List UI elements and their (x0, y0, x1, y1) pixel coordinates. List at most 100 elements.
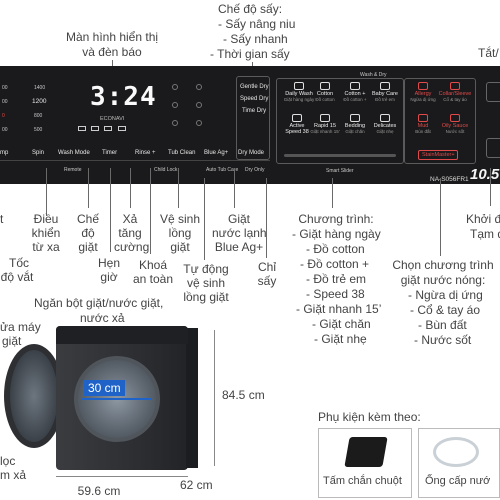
stain-title: Chọn chương trình (392, 258, 494, 272)
accessories-title: Phụ kiện kèm theo: (318, 410, 421, 424)
door-size-arrow (82, 398, 152, 400)
tub-clean-button[interactable]: Tub Clean (168, 150, 196, 156)
program-delicates[interactable]: Delicates Giặt nhẹ (366, 114, 404, 134)
dry-only-label: Dry Only (245, 167, 265, 173)
washer-side (186, 328, 198, 468)
program-list-item: - Giặt hàng ngày (292, 227, 381, 241)
stain-title: giặt nước nóng: (400, 273, 486, 287)
spin-button[interactable]: Spin (32, 150, 45, 156)
annotation-tub-clean: Vệ sinh (160, 212, 201, 226)
program-cotton-plus[interactable]: Cotton + Đồ cotton + (336, 82, 374, 102)
dry-mode-item: - Thời gian sấy (210, 47, 290, 61)
water-hose-box: Ống cấp nướ (418, 428, 500, 498)
oily-sauce-icon (450, 114, 460, 122)
gentle-dry-option: Gentle Dry (240, 84, 269, 90)
status-indicators (168, 80, 228, 132)
program-list-item: - Giặt nhẹ (314, 332, 367, 346)
stain-master-button[interactable]: StainMaster+ (418, 150, 458, 160)
rpm-left: 00 (2, 99, 8, 105)
rapid-15-icon (320, 114, 330, 122)
annotation-blue-ag: Giặt (227, 212, 250, 226)
annotation-blue-ag: nước lạnh (212, 226, 267, 240)
daily-wash-icon (294, 82, 304, 90)
program-list-item: - Đồ cotton + (300, 257, 370, 271)
button-divider (0, 160, 270, 161)
annotation-pause-cut: Tạm d (470, 227, 500, 241)
programs-title: Chương trình: (298, 212, 374, 226)
filter-label: m xả (0, 468, 27, 482)
annotation-tub-clean: lồng (168, 226, 192, 240)
program-bedding[interactable]: Bedding Giặt chăn (336, 114, 374, 134)
rinse-button[interactable]: Rinse + (135, 150, 156, 156)
wash-indicator-icon (91, 126, 99, 131)
rpm-left: 0 (2, 113, 5, 119)
blue-ag-button[interactable]: Blue Ag+ (204, 150, 229, 156)
annotation-temp-cut: t (0, 212, 4, 226)
mouse-mat-image (344, 437, 388, 467)
program-cotton[interactable]: Cotton Đồ cotton (306, 82, 344, 102)
program-mud[interactable]: Mud Bùn đất (404, 114, 442, 134)
program-daily-wash[interactable]: Daily Wash Giặt hàng ngày (280, 82, 318, 102)
annotation-wash-mode: độ (81, 226, 95, 240)
annotation-rinse: tăng (118, 226, 142, 240)
power-button[interactable] (486, 82, 500, 102)
door-label: ửa máy (0, 320, 41, 334)
detergent-label: Ngăn bột giặt/nước giặt, (34, 296, 164, 310)
power-label-cut: Tắt/ (478, 46, 499, 60)
door-size-label: 30 cm (84, 380, 125, 396)
capacity-label: 10.5 (470, 166, 500, 183)
dry-mode-box (236, 76, 270, 160)
program-oily-sauce[interactable]: Oily Sauce Nước sốt (436, 114, 474, 134)
mouse-mat-caption: Tấm chắn chuột (323, 475, 402, 487)
annotation-rinse: cường (114, 240, 150, 254)
econavi-label: ECONAVI (100, 116, 125, 122)
wash-dry-label: Wash & Dry (360, 72, 387, 78)
annotation-wash-mode: Chế (76, 212, 99, 226)
wash-mode-button[interactable]: Wash Mode (58, 150, 90, 156)
program-list-item: - Speed 38 (306, 287, 365, 301)
dry-indicator-icon (118, 126, 126, 131)
annotation-auto-tub: lồng giặt (183, 290, 229, 304)
child-lock-label: Child Lock (154, 167, 178, 173)
indicator-icons (78, 126, 148, 132)
bedding-icon (350, 114, 360, 122)
dry-mode-button[interactable]: Dry Mode (238, 150, 265, 156)
mouse-mat-box: Tấm chắn chuột (318, 428, 412, 498)
annotation-timer: Hẹn (97, 256, 120, 270)
display-title: và đèn báo (82, 45, 142, 59)
program-collar-sleeve[interactable]: Collar/Sleeve Cổ & tay áo (436, 82, 474, 102)
program-allergy[interactable]: Allergy Ngừa dị ứng (404, 82, 442, 102)
annotation-remote: từ xa (32, 240, 60, 254)
annotation-wash-mode: giặt (78, 240, 98, 254)
smart-slider-label: Smart Slider (326, 168, 354, 174)
depth-label: 62 cm (180, 478, 213, 492)
spin-indicator-icon (104, 126, 112, 131)
program-active-speed[interactable]: Active Speed 38 (278, 114, 316, 135)
program-list-item: - Giặt nhanh 15’ (296, 302, 382, 316)
door-label: giặt (2, 334, 22, 348)
annotation-auto-tub: vệ sinh (186, 276, 226, 290)
start-pause-button[interactable] (486, 138, 500, 158)
display-title: Màn hình hiển thị (65, 30, 159, 44)
program-baby-care[interactable]: Baby Care Đồ trẻ em (366, 82, 404, 102)
rpm-left: 00 (2, 85, 8, 91)
stain-program-box (404, 78, 476, 164)
annotation-child-lock: Khoá (138, 258, 168, 272)
rpm-right: 1200 (32, 98, 47, 105)
stain-list-item: - Ngừa dị ứng (408, 288, 483, 302)
baby-care-icon (380, 82, 390, 90)
temp-button[interactable]: mp (0, 150, 9, 156)
annotation-dry-only: Chỉ (257, 260, 276, 274)
annotation-spin: độ vắt (0, 270, 34, 284)
timer-button[interactable]: Timer (102, 150, 118, 156)
smart-slider[interactable] (284, 154, 396, 157)
annotation-blue-ag: Blue Ag+ (214, 240, 264, 254)
program-rapid-15[interactable]: Rapid 15 Giặt nhanh 15' (306, 114, 344, 134)
cotton-plus-icon (350, 82, 360, 90)
water-hose-image (433, 437, 479, 467)
control-panel: 00 00 0 00 1400 1200 800 500 3:24 ECONAV… (0, 66, 500, 184)
open-door (4, 344, 64, 448)
model-number: NA-S056FR1 (430, 176, 469, 183)
stain-list-item: - Bùn đất (418, 318, 467, 332)
rpm-right: 500 (34, 127, 43, 133)
